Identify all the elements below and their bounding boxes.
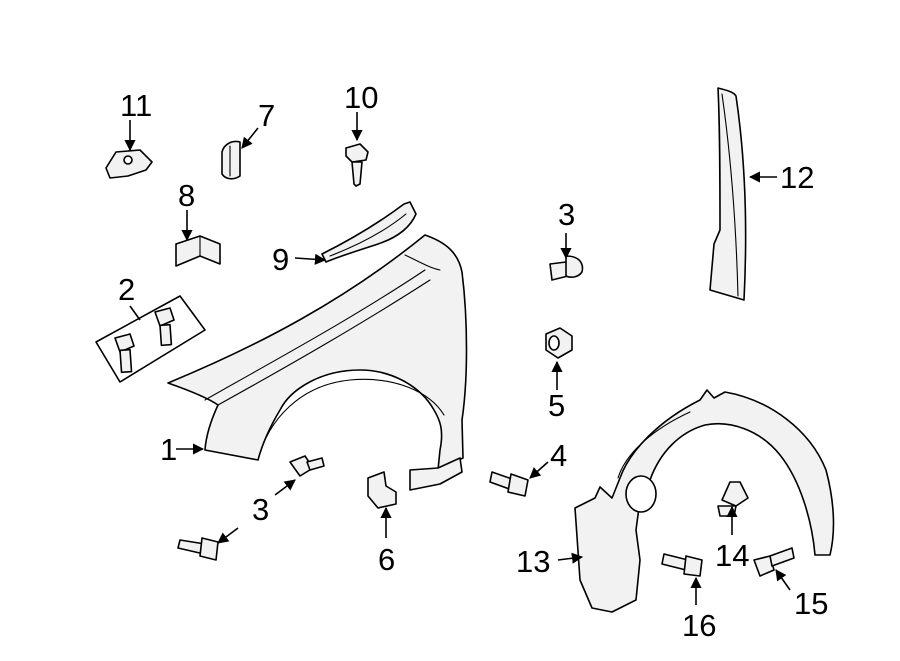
push-clip-14 [717,481,749,517]
bolt-4 [489,471,529,497]
bolt-16 [661,553,703,577]
callout-3-lower: 3 [252,492,269,527]
bolt-set [95,295,206,383]
bolt-lower-left [177,537,219,561]
callout-2: 2 [118,272,135,307]
wheelhouse-liner [574,389,835,613]
bolt-2b [154,307,175,347]
callout-3-upper: 3 [558,197,575,232]
callout-16: 16 [682,608,716,643]
nut-5 [545,327,573,359]
callout-10: 10 [344,80,378,115]
callout-1: 1 [160,432,177,467]
callout-12: 12 [780,160,814,195]
callout-7: 7 [258,98,275,133]
trim-panel-12 [709,87,747,301]
screw-3-upper [549,255,584,281]
molding-9 [321,201,417,263]
bracket-6 [367,471,397,509]
callout-11: 11 [120,88,152,123]
clip-nut-11 [105,149,153,179]
callout-15: 15 [794,586,828,621]
callout-6: 6 [378,542,395,577]
callout-9: 9 [272,242,289,277]
callout-13: 13 [516,544,550,579]
bolt-2a [114,333,135,374]
leader-lines [124,112,791,605]
clip-7 [221,140,241,180]
bolt-3-lower [289,455,325,477]
fender [167,234,468,491]
callout-8: 8 [178,178,195,213]
callout-14: 14 [715,538,749,573]
callout-labels: 1 2 3 3 4 5 6 7 8 9 10 11 12 13 14 15 16 [118,80,828,643]
bolt-15 [753,547,795,577]
callout-4: 4 [550,438,567,473]
bracket-8 [175,235,221,267]
bolt-10 [345,143,369,187]
callout-5: 5 [548,388,565,423]
